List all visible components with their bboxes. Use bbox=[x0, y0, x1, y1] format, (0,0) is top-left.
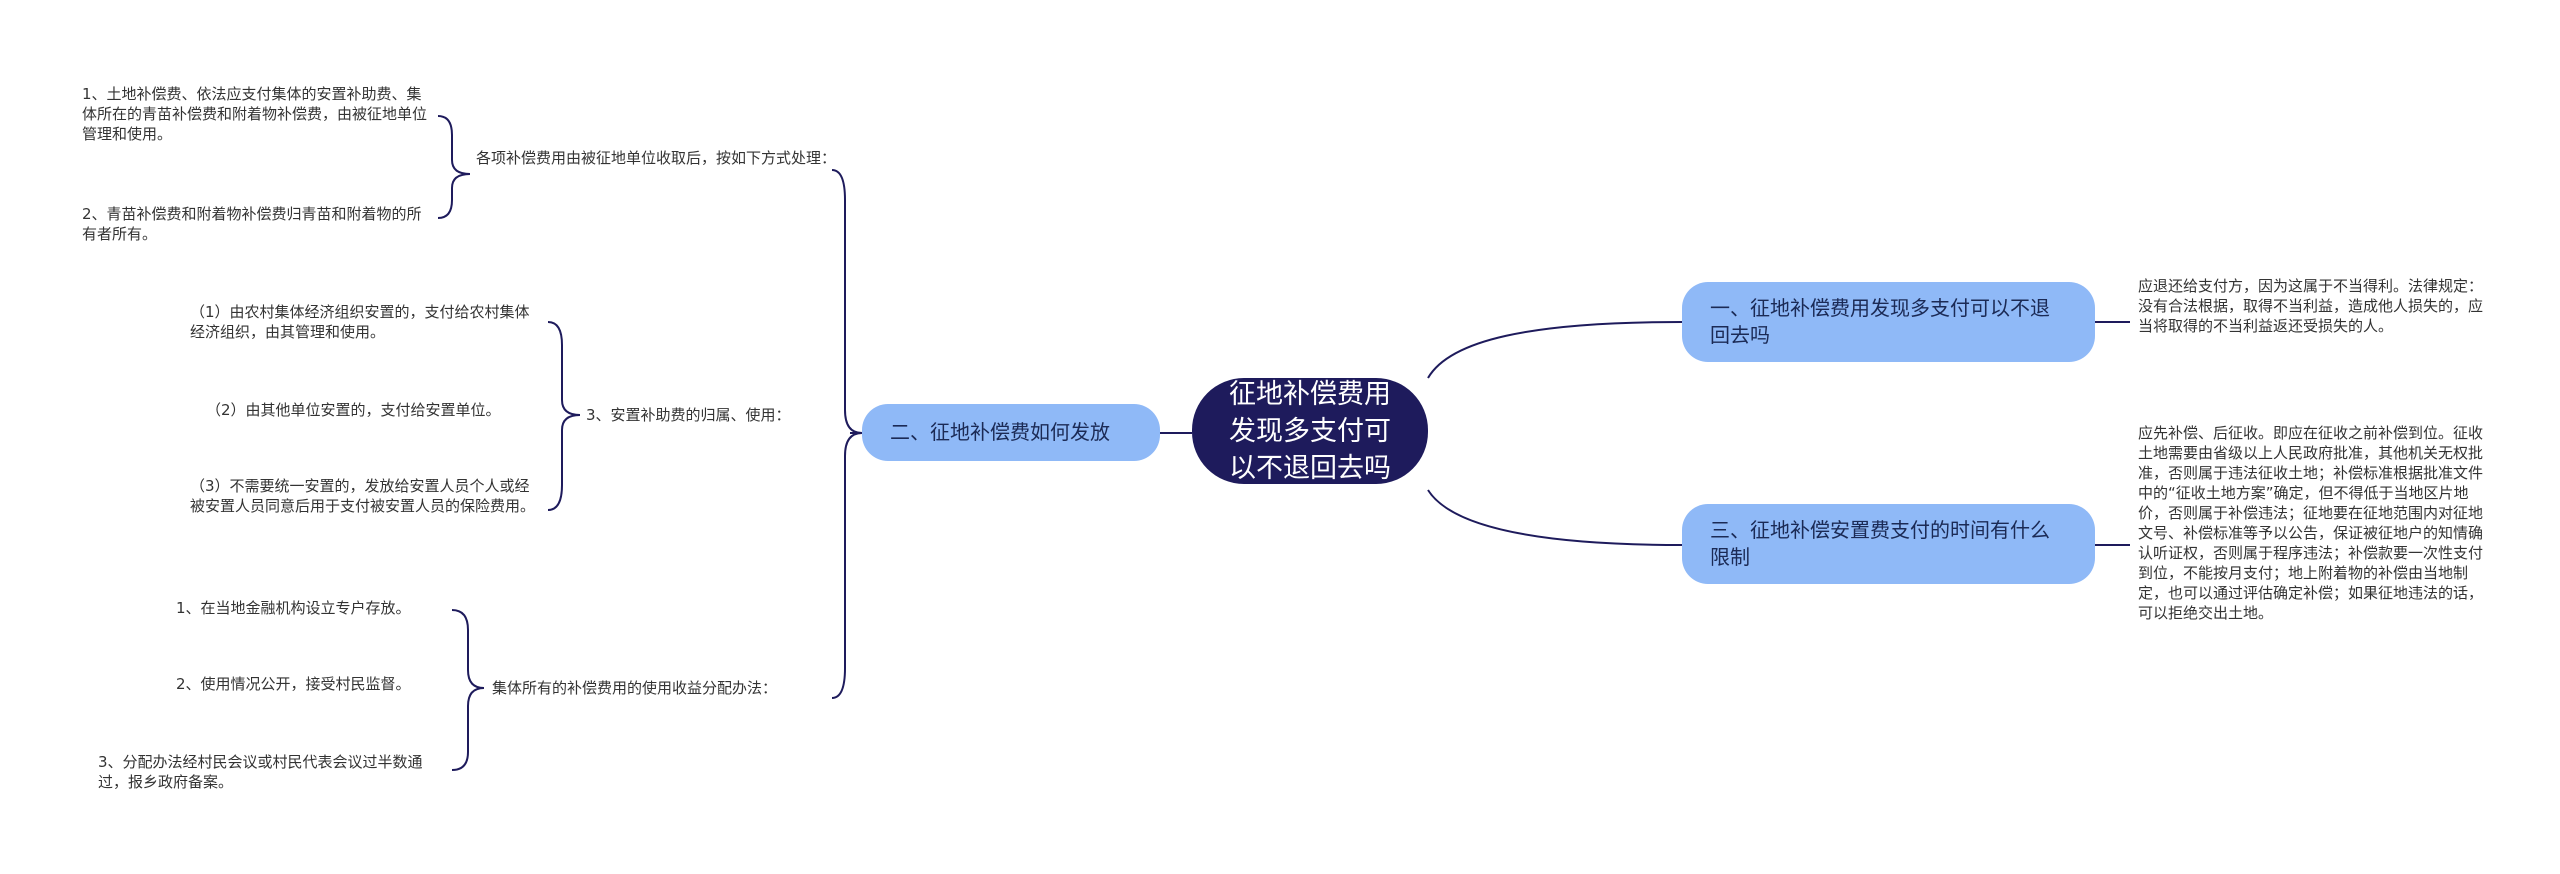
branch-3[interactable]: 三、征地补偿安置费支付的时间有什么限制 bbox=[1682, 504, 2095, 584]
connector-root-b1 bbox=[1427, 321, 1683, 379]
brace-g3 bbox=[451, 609, 485, 771]
group-1-item: 1、土地补偿费、依法应支付集体的安置补助费、集体所在的青苗补偿费和附着物补偿费，… bbox=[82, 85, 428, 143]
branch-2[interactable]: 二、征地补偿费如何发放 bbox=[862, 404, 1160, 461]
root-node[interactable]: 征地补偿费用发现多支付可以不退回去吗 bbox=[1192, 378, 1428, 484]
group-2-item: （1）由农村集体经济组织安置的，支付给农村集体经济组织，由其管理和使用。 bbox=[190, 303, 530, 341]
brace-g1 bbox=[437, 115, 471, 219]
brace-b2 bbox=[831, 169, 863, 699]
group-3-item: 3、分配办法经村民会议或村民代表会议过半数通过，报乡政府备案。 bbox=[98, 753, 423, 791]
group-3-item: 1、在当地金融机构设立专户存放。 bbox=[176, 599, 411, 617]
brace-g2 bbox=[547, 321, 581, 511]
branch-1[interactable]: 一、征地补偿费用发现多支付可以不退回去吗 bbox=[1682, 282, 2095, 362]
group-2-item: （2）由其他单位安置的，支付给安置单位。 bbox=[206, 401, 501, 419]
group-3-item: 2、使用情况公开，接受村民监督。 bbox=[176, 675, 411, 693]
group-1-label: 各项补偿费用由被征地单位收取后，按如下方式处理： bbox=[476, 149, 837, 167]
group-2-label: 3、安置补助费的归属、使用： bbox=[586, 406, 791, 424]
branch-1-note: 应退还给支付方，因为这属于不当得利。法律规定：没有合法根据，取得不当利益，造成他… bbox=[2138, 277, 2484, 335]
group-2-item: （3）不需要统一安置的，发放给安置人员个人或经被安置人员同意后用于支付被安置人员… bbox=[190, 477, 536, 515]
connector-root-b3 bbox=[1427, 489, 1683, 546]
group-3-label: 集体所有的补偿费用的使用收益分配办法： bbox=[492, 679, 778, 697]
branch-3-note: 应先补偿、后征收。即应在征收之前补偿到位。征收土地需要由省级以上人民政府批准，其… bbox=[2138, 424, 2484, 622]
group-1-item: 2、青苗补偿费和附着物补偿费归青苗和附着物的所有者所有。 bbox=[82, 205, 422, 243]
